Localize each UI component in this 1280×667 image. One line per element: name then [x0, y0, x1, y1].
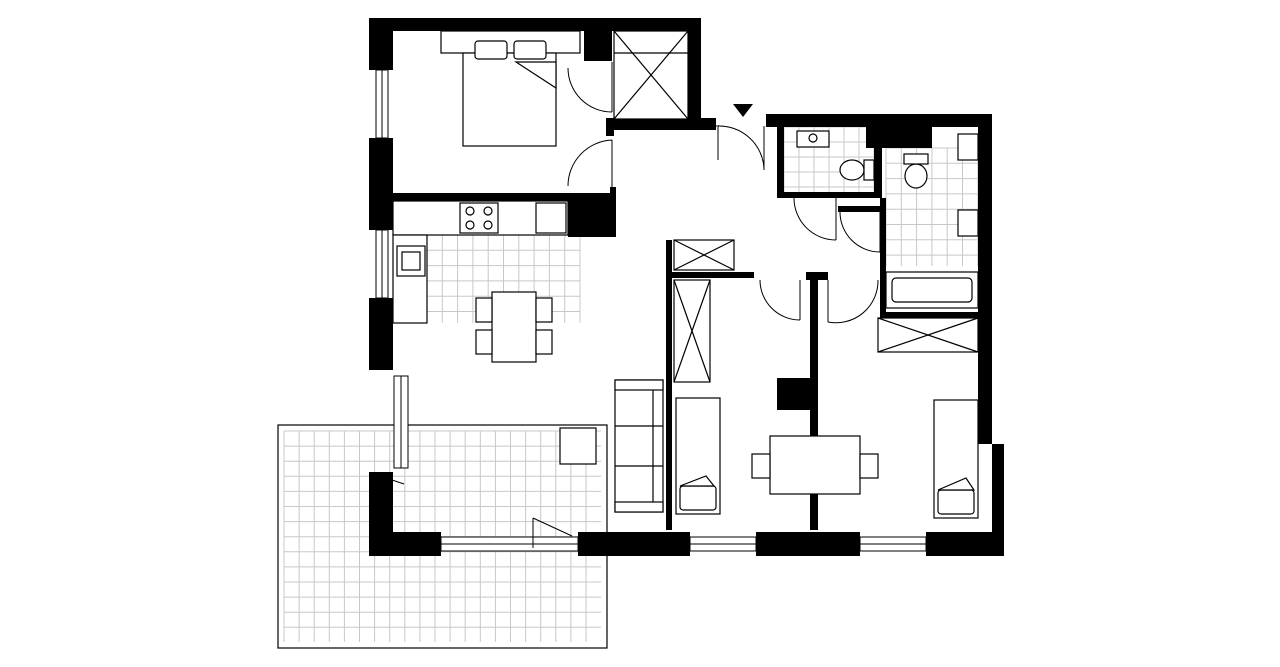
wardrobe	[613, 30, 689, 120]
windows	[375, 69, 927, 552]
double-bed	[440, 30, 581, 147]
bathroom-fixtures	[796, 130, 979, 309]
wardrobe-4	[877, 317, 979, 353]
doors	[379, 62, 881, 548]
desk	[751, 435, 879, 495]
sofa	[614, 379, 664, 513]
dining-table	[475, 291, 553, 363]
single-bed-3	[933, 399, 979, 519]
single-bed-2	[675, 397, 721, 515]
wardrobe-2	[673, 239, 735, 271]
kitchen-counter	[392, 200, 569, 324]
coffee-table	[559, 427, 597, 465]
walls	[369, 18, 1004, 556]
wardrobe-3	[673, 279, 711, 383]
entrance-arrow-icon	[733, 104, 753, 117]
